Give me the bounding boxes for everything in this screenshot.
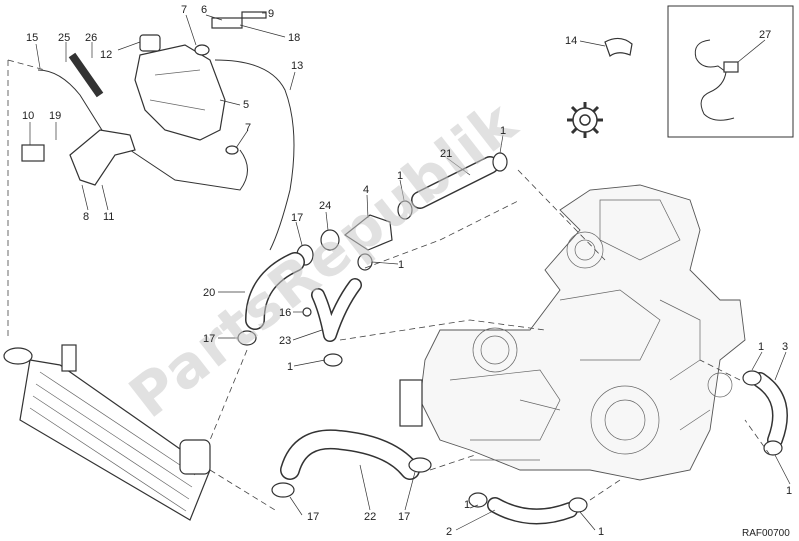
callout-1-a: 1 <box>500 125 506 137</box>
assembly-dashed-lines <box>7 59 771 511</box>
callout-1-d: 1 <box>287 361 293 373</box>
sleeve-26 <box>68 52 104 98</box>
bracket-11 <box>69 129 136 186</box>
clip-block-detail <box>723 61 739 73</box>
y-pipe-23 <box>312 279 361 341</box>
callout-13: 13 <box>291 60 303 72</box>
hose-clip-detail <box>694 39 735 121</box>
callout-1-b: 1 <box>397 170 403 182</box>
hose-21 <box>412 157 498 208</box>
callout-1-g: 1 <box>464 499 470 511</box>
callout-17-b: 17 <box>203 333 215 345</box>
detail-inset-frame <box>667 5 794 138</box>
clamp-17-bottom <box>271 482 295 498</box>
hose-2 <box>488 498 577 523</box>
clamp-1-hose3-bottom <box>763 440 783 456</box>
callout-7-top: 7 <box>181 4 187 16</box>
callout-26: 26 <box>85 32 97 44</box>
callout-labels: 15 25 26 12 7 6 9 18 13 5 7 10 19 8 11 1… <box>22 4 792 538</box>
callout-15: 15 <box>26 32 38 44</box>
hose-25 <box>37 69 106 136</box>
callout-25: 25 <box>58 32 70 44</box>
callout-10: 10 <box>22 110 34 122</box>
clamp-1-hose3-top <box>742 370 762 386</box>
callout-19: 19 <box>49 110 61 122</box>
clamp-1-ypipe <box>323 353 343 367</box>
callout-7-lower: 7 <box>245 122 251 134</box>
callout-11: 11 <box>103 211 114 223</box>
gear-icon <box>567 102 603 138</box>
callout-4: 4 <box>363 184 369 196</box>
overflow-hose <box>214 59 295 251</box>
callout-17-d: 17 <box>398 511 410 523</box>
engine-block <box>399 184 746 481</box>
clamp-17-right <box>408 457 432 473</box>
callout-1-h: 1 <box>598 526 604 538</box>
clamp-10 <box>21 144 45 162</box>
callout-27: 27 <box>759 29 771 41</box>
clip-14 <box>604 37 633 57</box>
callout-5: 5 <box>243 99 249 111</box>
radiator <box>3 344 211 521</box>
callout-9: 9 <box>268 8 274 20</box>
callout-3: 3 <box>782 341 788 353</box>
clamp-1-mid <box>397 200 413 220</box>
fitting-6 <box>211 17 243 29</box>
ring-24 <box>320 229 340 251</box>
callout-1-c: 1 <box>398 259 404 271</box>
hose-3 <box>753 373 787 447</box>
hose-20 <box>246 253 304 329</box>
clip-7-top <box>194 44 210 56</box>
callout-6: 6 <box>201 4 207 16</box>
callout-17-a: 17 <box>291 212 303 224</box>
callout-20: 20 <box>203 287 215 299</box>
callout-17-c: 17 <box>307 511 319 523</box>
callout-1-f: 1 <box>786 485 792 497</box>
callout-12: 12 <box>100 49 112 61</box>
hose-22 <box>281 430 419 479</box>
callout-2: 2 <box>446 526 452 538</box>
callout-21: 21 <box>440 148 452 160</box>
leader-lines <box>29 12 791 531</box>
reference-code: RAF00700 <box>742 528 790 539</box>
callout-18: 18 <box>288 32 300 44</box>
callout-24: 24 <box>319 200 331 212</box>
breather-hose <box>129 149 248 191</box>
clip-7-lower <box>225 145 239 155</box>
callout-23: 23 <box>279 335 291 347</box>
callout-14: 14 <box>565 35 577 47</box>
callout-16: 16 <box>279 307 291 319</box>
clamp-1-hose2-left <box>468 492 488 508</box>
expansion-tank <box>134 34 226 141</box>
callout-22: 22 <box>364 511 376 523</box>
clamp-1-hose2-right <box>568 497 588 513</box>
bolt-9 <box>241 11 267 19</box>
callout-8: 8 <box>83 211 89 223</box>
callout-1-e: 1 <box>758 341 764 353</box>
thermostat-4 <box>343 214 393 251</box>
